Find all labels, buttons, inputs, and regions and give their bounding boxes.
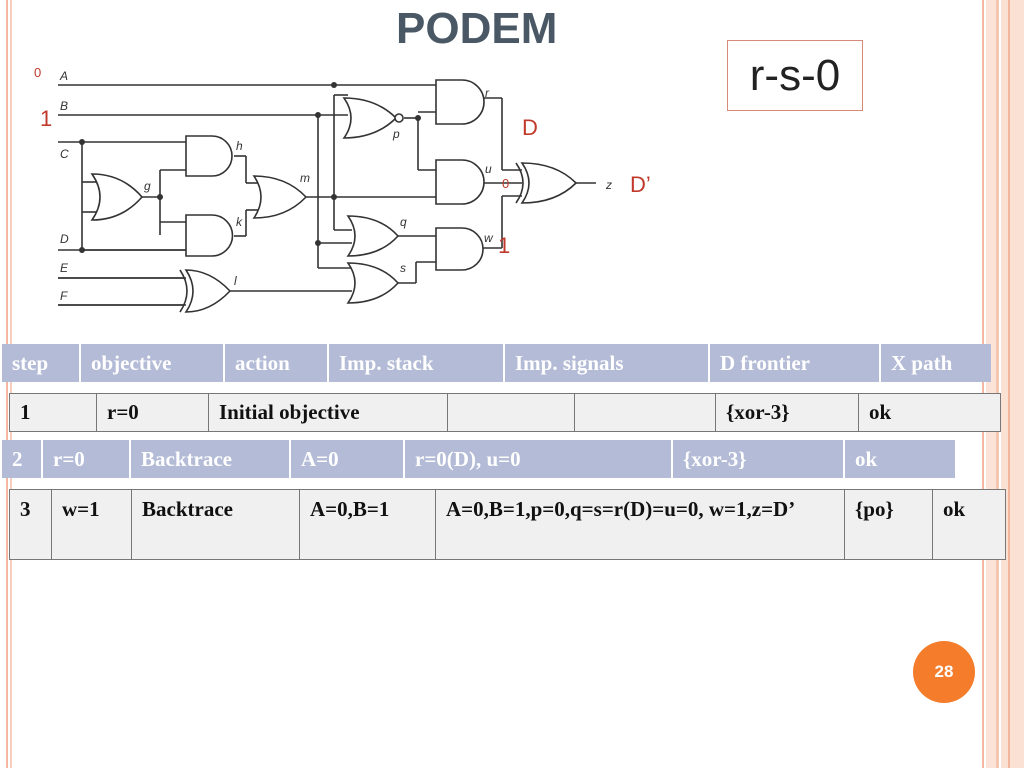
input-f-label: F <box>60 289 68 303</box>
row2-objective: r=0 <box>43 440 131 478</box>
table-header-row: step objective action Imp. stack Imp. si… <box>2 344 991 382</box>
a-value-annotation: 0 <box>34 65 41 80</box>
signal-r-label: r <box>485 86 490 100</box>
header-imp-stack: Imp. stack <box>329 344 505 382</box>
row2-d-frontier: {xor-3} <box>673 440 845 478</box>
input-a-label: A <box>59 69 68 83</box>
signal-w-label: w <box>484 231 494 245</box>
page-number-badge: 28 <box>913 641 975 703</box>
fault-label-box: r-s-0 <box>727 40 863 111</box>
row1-objective: r=0 <box>97 394 209 431</box>
row3-action: Backtrace <box>132 490 300 559</box>
table-row: 2 r=0 Backtrace A=0 r=0(D), u=0 {xor-3} … <box>2 440 955 478</box>
signal-k-label: k <box>236 215 243 229</box>
input-e-label: E <box>60 261 69 275</box>
row2-imp-signals: r=0(D), u=0 <box>405 440 673 478</box>
signal-p-label: p <box>392 127 400 141</box>
header-x-path: X path <box>891 351 953 375</box>
right-border-stripe <box>986 0 996 768</box>
circuit-diagram: A B C D E F r p h g m u z k q w s l 0 1 … <box>34 65 651 313</box>
signal-q-label: q <box>400 215 407 229</box>
header-imp-signals: Imp. signals <box>505 344 710 382</box>
row1-d-frontier: {xor-3} <box>716 394 859 431</box>
w-value-annotation: 1 <box>498 233 510 258</box>
input-c-label: C <box>60 147 69 161</box>
left-border-line <box>6 0 8 768</box>
row2-x-path: ok <box>855 447 878 471</box>
u-value-annotation: 0 <box>502 176 509 191</box>
row3-imp-stack: A=0,B=1 <box>300 490 436 559</box>
signal-l-label: l <box>234 274 237 288</box>
signal-m-label: m <box>300 171 310 185</box>
right-border-stripe <box>996 0 999 768</box>
row3-objective: w=1 <box>52 490 132 559</box>
signal-h-label: h <box>236 139 243 153</box>
right-border-stripe <box>1008 0 1010 768</box>
header-action: action <box>225 344 329 382</box>
table-row: 3 w=1 Backtrace A=0,B=1 A=0,B=1,p=0,q=s=… <box>9 489 1006 560</box>
right-border-stripe <box>982 0 984 768</box>
header-objective: objective <box>81 344 225 382</box>
row3-x-path: ok <box>943 497 966 521</box>
header-step: step <box>2 344 81 382</box>
signal-g-label: g <box>144 179 151 193</box>
table-row: 1 r=0 Initial objective {xor-3} ok <box>9 393 1001 432</box>
row1-imp-stack <box>448 394 575 431</box>
signal-s-label: s <box>400 261 406 275</box>
input-d-label: D <box>60 232 69 246</box>
row1-action: Initial objective <box>209 394 448 431</box>
row2-step: 2 <box>2 440 43 478</box>
input-b-label: B <box>60 99 68 113</box>
row3-imp-signals: A=0,B=1,p=0,q=s=r(D)=u=0, w=1,z=D’ <box>436 490 845 559</box>
b-value-annotation: 1 <box>40 106 52 131</box>
slide-title: PODEM <box>396 4 558 53</box>
r-value-annotation: D <box>522 115 538 140</box>
signal-z-label: z <box>605 178 612 192</box>
row1-x-path: ok <box>869 400 892 424</box>
header-d-frontier: D frontier <box>710 344 881 382</box>
row3-step: 3 <box>10 490 52 559</box>
row1-imp-signals <box>575 394 716 431</box>
row3-d-frontier: {po} <box>845 490 933 559</box>
signal-u-label: u <box>485 162 492 176</box>
z-value-annotation: D’ <box>630 172 651 197</box>
right-border-stripe <box>1001 0 1024 768</box>
left-border-line-inner <box>10 0 12 768</box>
row2-imp-stack: A=0 <box>291 440 405 478</box>
row1-step: 1 <box>10 394 97 431</box>
row2-action: Backtrace <box>131 440 291 478</box>
